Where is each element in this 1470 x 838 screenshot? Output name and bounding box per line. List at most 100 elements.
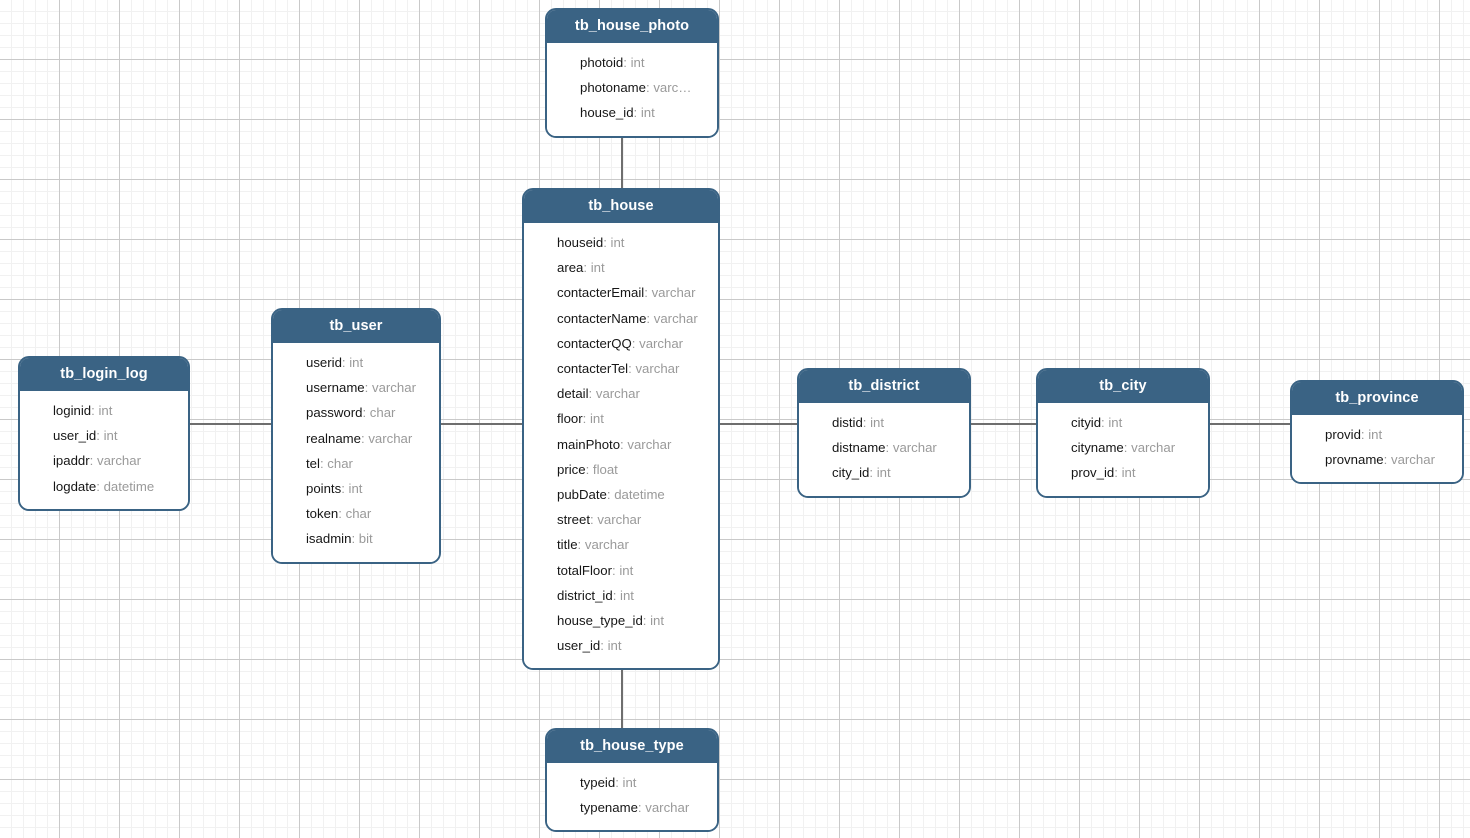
field-row[interactable]: logdate: datetime bbox=[20, 474, 188, 499]
field-row[interactable]: loginid: int bbox=[20, 398, 188, 423]
field-row[interactable]: provid: int bbox=[1292, 422, 1462, 447]
field-row[interactable]: photoid: int bbox=[547, 50, 717, 75]
field-type: varchar bbox=[595, 386, 640, 402]
table-header-tb_house_type[interactable]: tb_house_type bbox=[547, 730, 717, 763]
field-row[interactable]: user_id: int bbox=[20, 423, 188, 448]
table-header-tb_house_photo[interactable]: tb_house_photo bbox=[547, 10, 717, 43]
field-row[interactable]: contacterEmail: varchar bbox=[524, 280, 718, 305]
field-separator: : bbox=[615, 775, 623, 790]
field-row[interactable]: city_id: int bbox=[799, 460, 969, 485]
field-row[interactable]: house_id: int bbox=[547, 100, 717, 125]
field-row[interactable]: floor: int bbox=[524, 406, 718, 431]
field-name: tel bbox=[306, 455, 320, 471]
table-header-tb_login_log[interactable]: tb_login_log bbox=[20, 358, 188, 391]
field-separator: : bbox=[620, 436, 628, 452]
field-row[interactable]: contacterTel: varchar bbox=[524, 356, 718, 381]
field-row[interactable]: detail: varchar bbox=[524, 381, 718, 406]
field-row[interactable]: contacterQQ: varchar bbox=[524, 331, 718, 356]
field-name: house_id bbox=[580, 105, 634, 121]
field-row[interactable]: photoname: varc… bbox=[547, 75, 717, 100]
field-type: int bbox=[650, 613, 665, 629]
field-row[interactable]: cityid: int bbox=[1038, 410, 1208, 435]
field-type: datetime bbox=[614, 487, 665, 503]
field-separator: : bbox=[364, 380, 372, 396]
table-header-tb_district[interactable]: tb_district bbox=[799, 370, 969, 403]
field-separator: : bbox=[646, 310, 654, 326]
field-row[interactable]: tel: char bbox=[273, 451, 439, 476]
field-type: varc… bbox=[653, 80, 692, 96]
field-separator: : bbox=[341, 355, 350, 370]
field-name: contacterTel bbox=[557, 361, 629, 377]
field-type: int bbox=[622, 775, 637, 790]
field-name: district_id bbox=[557, 587, 613, 603]
field-row[interactable]: mainPhoto: varchar bbox=[524, 432, 718, 457]
field-row[interactable]: houseid: int bbox=[524, 230, 718, 255]
field-row[interactable]: token: char bbox=[273, 501, 439, 526]
field-row[interactable]: pubDate: datetime bbox=[524, 482, 718, 507]
field-row[interactable]: ipaddr: varchar bbox=[20, 448, 188, 473]
field-separator: : bbox=[637, 800, 646, 816]
field-separator: : bbox=[362, 405, 370, 421]
field-row[interactable]: house_type_id: int bbox=[524, 608, 718, 633]
field-separator: : bbox=[583, 260, 591, 276]
field-separator: : bbox=[885, 440, 893, 456]
field-row[interactable]: title: varchar bbox=[524, 532, 718, 557]
field-separator: : bbox=[611, 562, 620, 578]
field-row[interactable]: password: char bbox=[273, 400, 439, 425]
table-header-tb_house[interactable]: tb_house bbox=[524, 190, 718, 223]
field-row[interactable]: username: varchar bbox=[273, 375, 439, 400]
field-separator: : bbox=[338, 506, 346, 522]
field-row[interactable]: cityname: varchar bbox=[1038, 435, 1208, 460]
field-type: int bbox=[619, 562, 634, 578]
field-separator: : bbox=[588, 386, 596, 402]
field-name: distname bbox=[832, 440, 886, 456]
field-row[interactable]: points: int bbox=[273, 476, 439, 501]
table-header-tb_city[interactable]: tb_city bbox=[1038, 370, 1208, 403]
field-row[interactable]: district_id: int bbox=[524, 583, 718, 608]
field-separator: : bbox=[1360, 427, 1369, 442]
field-row[interactable]: distid: int bbox=[799, 410, 969, 435]
field-row[interactable]: prov_id: int bbox=[1038, 460, 1208, 485]
field-row[interactable]: typeid: int bbox=[547, 770, 717, 795]
field-row[interactable]: realname: varchar bbox=[273, 426, 439, 451]
field-row[interactable]: user_id: int bbox=[524, 633, 718, 658]
field-type: varchar bbox=[368, 430, 413, 446]
field-separator: : bbox=[341, 481, 349, 497]
connector-house-photo-to-house bbox=[621, 130, 623, 188]
field-row[interactable]: contacterName: varchar bbox=[524, 306, 718, 331]
field-type: varchar bbox=[651, 285, 696, 301]
field-type: datetime bbox=[103, 478, 155, 494]
table-header-tb_user[interactable]: tb_user bbox=[273, 310, 439, 343]
field-type: float bbox=[592, 461, 618, 477]
field-separator: : bbox=[360, 430, 369, 446]
field-separator: : bbox=[862, 415, 871, 430]
field-name: photoname bbox=[580, 80, 646, 96]
connector-city-to-province bbox=[1210, 423, 1290, 425]
field-row[interactable]: userid: int bbox=[273, 350, 439, 375]
field-row[interactable]: totalFloor: int bbox=[524, 558, 718, 583]
field-type: int bbox=[98, 403, 113, 418]
field-row[interactable]: area: int bbox=[524, 255, 718, 280]
field-row[interactable]: distname: varchar bbox=[799, 435, 969, 460]
field-row[interactable]: provname: varchar bbox=[1292, 447, 1462, 472]
field-row[interactable]: isadmin: bit bbox=[273, 526, 439, 551]
field-row[interactable]: street: varchar bbox=[524, 507, 718, 532]
table-header-tb_province[interactable]: tb_province bbox=[1292, 382, 1462, 415]
field-separator: : bbox=[577, 537, 585, 553]
field-type: varchar bbox=[1131, 440, 1176, 456]
field-row[interactable]: typename: varchar bbox=[547, 795, 717, 820]
field-row[interactable]: price: float bbox=[524, 457, 718, 482]
field-name: user_id bbox=[53, 428, 97, 444]
field-separator: : bbox=[89, 453, 97, 469]
field-name: mainPhoto bbox=[557, 436, 621, 452]
